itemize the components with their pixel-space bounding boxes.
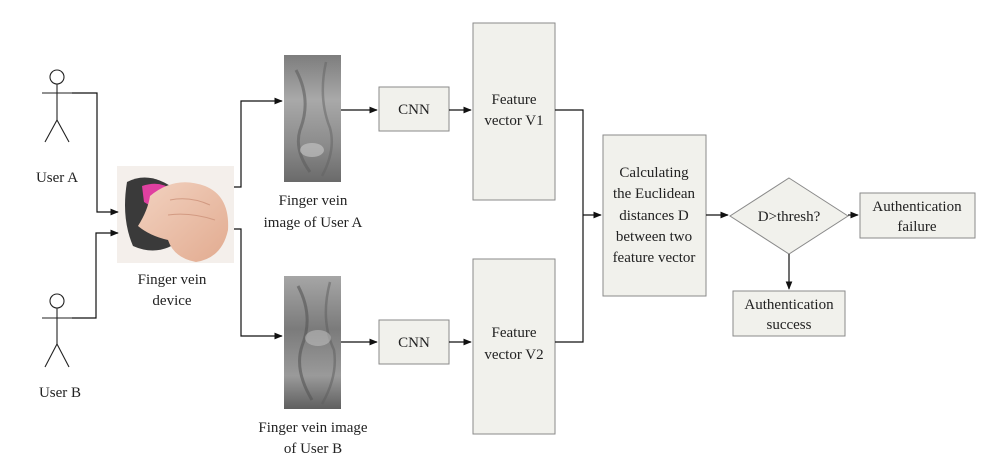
cnn-top-label: CNN (398, 102, 430, 118)
feature-v1-line1: Feature (492, 92, 537, 108)
calc-line3: distances D (619, 208, 689, 224)
user-b-actor: User B (39, 293, 81, 401)
success-line1: Authentication (744, 297, 834, 313)
authentication-success-box: Authentication success (732, 290, 846, 337)
failure-line1: Authentication (872, 199, 962, 215)
cnn-bottom-label: CNN (398, 335, 430, 351)
person-icon (42, 69, 72, 143)
device-label-line2: device (152, 293, 191, 309)
feature-vector-v2-box: Feature vector V2 (472, 258, 556, 435)
user-a-actor: User A (36, 69, 78, 186)
calc-line4: between two (616, 229, 692, 245)
edge-v1-to-merge (555, 109, 584, 343)
person-icon (42, 293, 72, 368)
decision-label: D>thresh? (758, 209, 821, 225)
user-a-label: User A (36, 170, 78, 186)
vein-image-user-a (284, 55, 341, 182)
edge-user-b-to-device (72, 229, 119, 319)
device-label-line1: Finger vein (138, 272, 207, 288)
calc-line2: the Euclidean (613, 186, 696, 202)
failure-line2: failure (897, 219, 936, 235)
authentication-failure-box: Authentication failure (859, 192, 976, 239)
decision-diamond: D>thresh? (729, 177, 849, 255)
edge-device-to-image-a (234, 97, 283, 188)
vein-image-b-caption-line1: Finger vein image (258, 420, 367, 436)
vein-image-a-caption-line1: Finger vein (279, 193, 348, 209)
edge-device-to-image-b (234, 228, 283, 340)
finger-vein-device-image (117, 166, 234, 263)
feature-v2-line1: Feature (492, 325, 537, 341)
euclidean-distance-box: Calculating the Euclidean distances D be… (602, 134, 707, 297)
vein-image-b-caption-line2: of User B (284, 441, 342, 457)
calc-line1: Calculating (619, 165, 689, 181)
vein-image-a-caption-line2: image of User A (264, 215, 363, 231)
calc-line5: feature vector (613, 250, 696, 266)
success-line2: success (767, 317, 812, 333)
cnn-box-bottom: CNN (378, 319, 450, 365)
feature-v1-line2: vector V1 (484, 113, 543, 129)
connectors (72, 92, 859, 346)
user-b-label: User B (39, 385, 81, 401)
feature-v2-line2: vector V2 (484, 347, 543, 363)
edge-user-a-to-device (72, 92, 119, 216)
cnn-box-top: CNN (378, 86, 450, 132)
feature-vector-v1-box: Feature vector V1 (472, 22, 556, 201)
vein-image-user-b (284, 276, 341, 409)
